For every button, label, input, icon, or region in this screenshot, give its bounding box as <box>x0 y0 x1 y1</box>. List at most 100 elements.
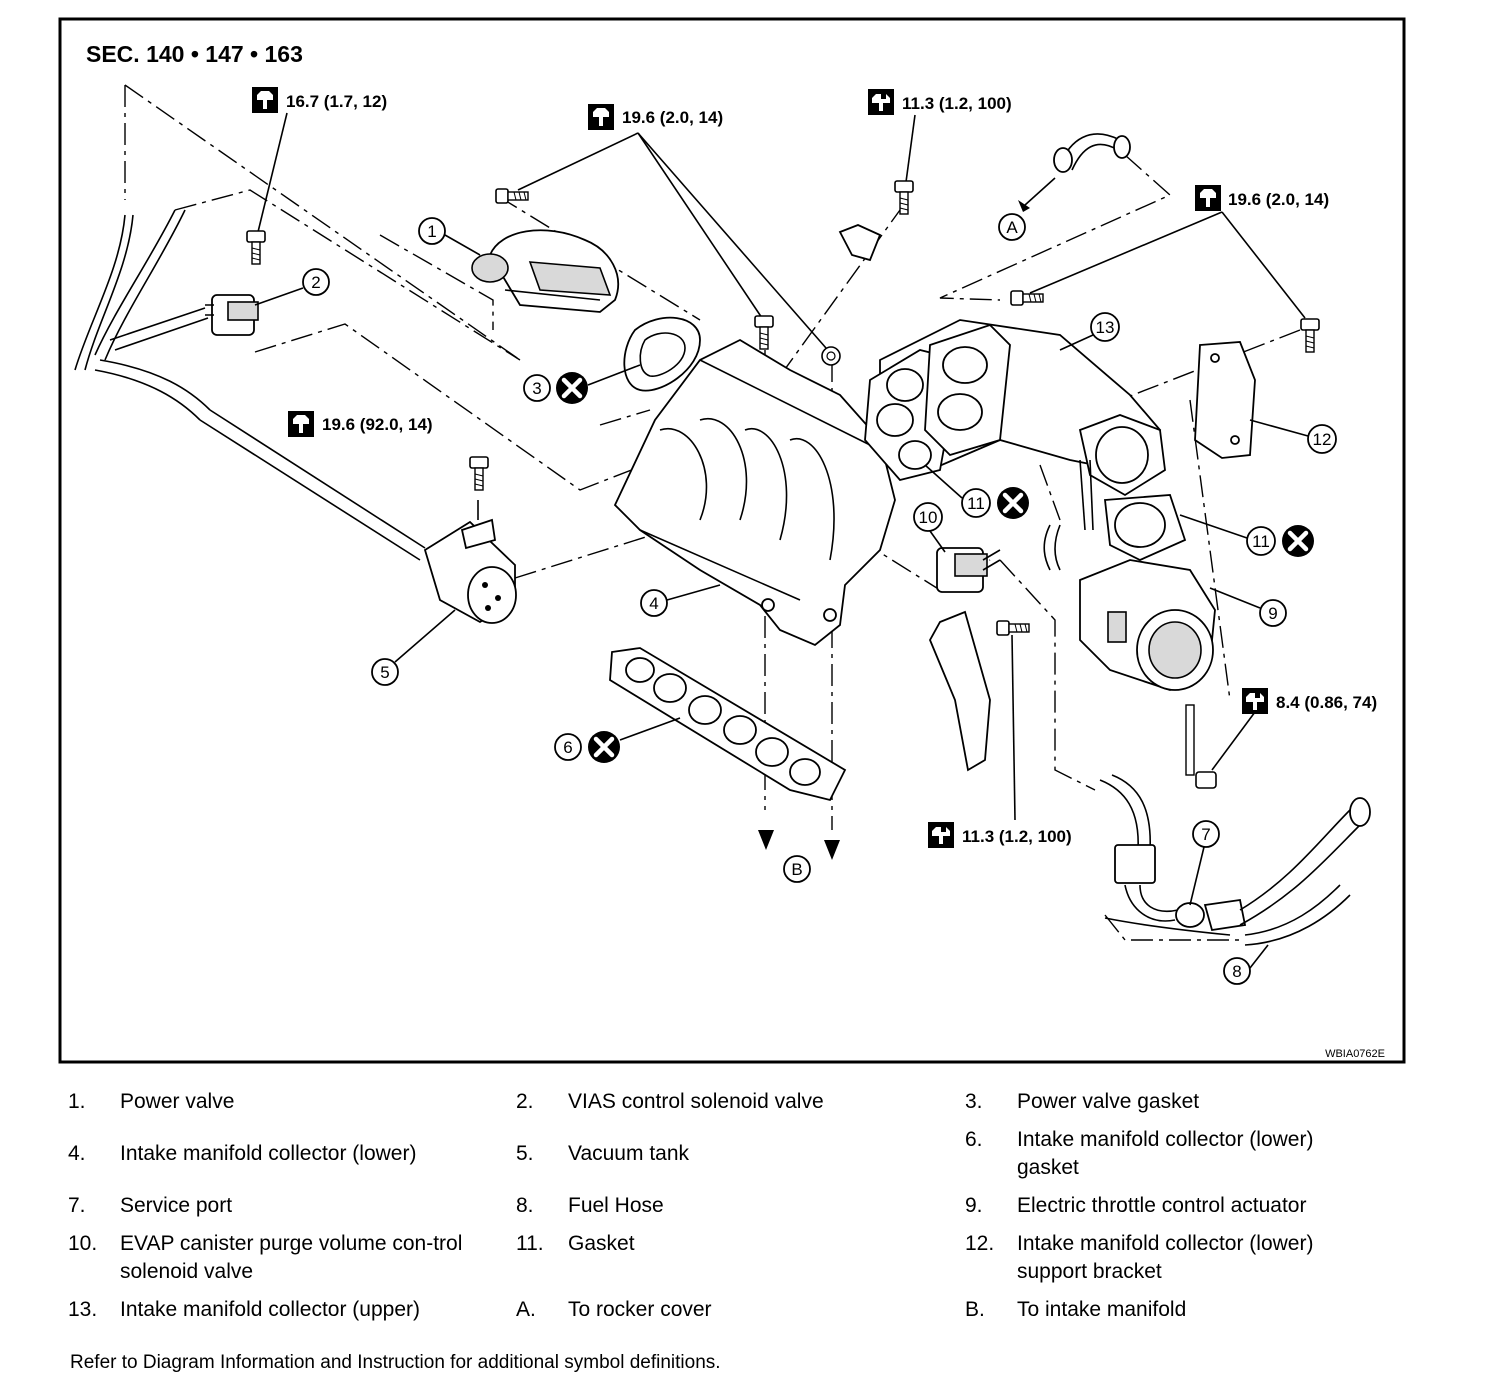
legend-text: Gasket <box>568 1232 635 1255</box>
callout-3: 3 <box>523 364 641 402</box>
callout-6: 6 <box>554 717 681 761</box>
rocker-cover-hose <box>1018 133 1131 212</box>
power-valve-gasket <box>623 316 701 392</box>
torque-wrench-icon <box>868 89 894 115</box>
parts-legend: 1. Power valve 2. VIAS control solenoid … <box>0 1080 1504 1340</box>
svg-text:19.6 (92.0, 14): 19.6 (92.0, 14) <box>322 415 433 434</box>
torque-wrench-icon <box>252 87 278 113</box>
svg-text:2: 2 <box>311 273 320 292</box>
svg-text:11: 11 <box>1252 532 1270 551</box>
bolt-icon <box>1300 318 1320 353</box>
torque-wrench-icon <box>928 822 954 848</box>
legend-key: 8. <box>516 1194 534 1217</box>
bolt-icon <box>495 188 529 204</box>
callout-10: 10 <box>913 502 946 553</box>
callout-11-a: 11 <box>924 464 991 518</box>
legend-key: 3. <box>965 1090 983 1113</box>
legend-key: 2. <box>516 1090 534 1113</box>
torque-wrench-icon <box>288 411 314 437</box>
callout-a: A <box>998 213 1026 241</box>
diagram-frame <box>58 17 1406 1064</box>
legend-key: 6. <box>965 1128 983 1151</box>
torque-spec-7: 11.3 (1.2, 100) <box>928 822 1072 848</box>
svg-text:11: 11 <box>967 494 985 513</box>
legend-text: VIAS control solenoid valve <box>568 1090 824 1113</box>
legend-text: To rocker cover <box>568 1298 712 1321</box>
parts-diagram: SEC. 140 • 147 • 163 16.7 (1.7, 12) 19.6… <box>58 17 1406 1064</box>
legend-text: To intake manifold <box>1017 1298 1187 1321</box>
torque-spec-1: 16.7 (1.7, 12) <box>252 87 387 113</box>
svg-text:13: 13 <box>1096 318 1115 337</box>
torque-spec-2: 19.6 (2.0, 14) <box>588 104 723 130</box>
legend-key: 13. <box>68 1298 98 1321</box>
legend-key: 7. <box>68 1194 86 1217</box>
do-not-reuse-icon <box>1282 525 1314 557</box>
legend-text: Intake manifold collector (lower) gasket <box>1017 1128 1314 1179</box>
svg-text:19.6 (2.0, 14): 19.6 (2.0, 14) <box>1228 190 1329 209</box>
callout-4: 4 <box>640 584 721 617</box>
legend-key: 1. <box>68 1090 86 1113</box>
mount-bracket <box>838 224 882 262</box>
legend-key: 12. <box>965 1232 995 1255</box>
svg-text:10: 10 <box>919 508 938 527</box>
svg-text:5: 5 <box>380 663 389 682</box>
legend-key: 5. <box>516 1142 534 1165</box>
callout-7: 7 <box>1189 820 1220 906</box>
legend-text: Service port <box>120 1194 233 1217</box>
callout-b: B <box>783 855 811 883</box>
torque-spec-4: 19.6 (2.0, 14) <box>1195 185 1329 211</box>
leader-lines <box>257 112 1306 821</box>
long-bolt-icon <box>1185 704 1217 789</box>
bolt-icon <box>754 315 774 350</box>
section-title: SEC. 140 • 147 • 163 <box>86 41 303 67</box>
callout-12: 12 <box>1249 419 1337 454</box>
torque-spec-6: 8.4 (0.86, 74) <box>1242 688 1377 714</box>
bolt-icon <box>469 456 489 491</box>
callout-13: 13 <box>1059 312 1120 351</box>
legend-text: Power valve gasket <box>1017 1090 1200 1113</box>
svg-text:4: 4 <box>649 594 658 613</box>
callout-11-b: 11 <box>1179 514 1276 556</box>
torque-wrench-icon <box>1242 688 1268 714</box>
legend-text: Intake manifold collector (lower) <box>120 1142 417 1165</box>
nut-icon <box>821 346 841 366</box>
evap-purge-solenoid-valve <box>929 547 1001 772</box>
purge-hose <box>1043 459 1094 571</box>
legend-key: A. <box>516 1298 536 1321</box>
legend-text: Electric throttle control actuator <box>1017 1194 1307 1217</box>
torque-spec-5: 19.6 (92.0, 14) <box>288 411 433 437</box>
collector-support-bracket <box>1194 341 1256 459</box>
svg-text:8: 8 <box>1232 962 1241 981</box>
vacuum-tank <box>423 518 517 624</box>
legend-key: 4. <box>68 1142 86 1165</box>
legend-text: EVAP canister purge volume con-trol sole… <box>120 1232 463 1283</box>
svg-text:3: 3 <box>532 379 541 398</box>
svg-text:B: B <box>791 860 802 879</box>
callout-5: 5 <box>371 609 456 686</box>
svg-text:16.7 (1.7, 12): 16.7 (1.7, 12) <box>286 92 387 111</box>
do-not-reuse-icon <box>997 487 1029 519</box>
svg-text:11.3 (1.2, 100): 11.3 (1.2, 100) <box>962 827 1072 846</box>
svg-text:1: 1 <box>427 222 436 241</box>
svg-text:19.6 (2.0, 14): 19.6 (2.0, 14) <box>622 108 723 127</box>
legend-text: Fuel Hose <box>568 1194 664 1217</box>
svg-text:A: A <box>1006 218 1018 237</box>
throttle-gasket <box>1078 414 1187 561</box>
legend-key: 10. <box>68 1232 98 1255</box>
legend-key: 9. <box>965 1194 983 1217</box>
svg-text:8.4 (0.86, 74): 8.4 (0.86, 74) <box>1276 693 1377 712</box>
electric-throttle-control-actuator <box>1079 559 1216 692</box>
legend-text: Intake manifold collector (lower) suppor… <box>1017 1232 1314 1283</box>
figure-code: WBIA0762E <box>1325 1048 1385 1060</box>
do-not-reuse-icon <box>588 731 620 763</box>
torque-wrench-icon <box>588 104 614 130</box>
svg-text:7: 7 <box>1201 825 1210 844</box>
legend-key: B. <box>965 1298 985 1321</box>
callout-2: 2 <box>254 268 330 306</box>
do-not-reuse-icon <box>556 372 588 404</box>
intake-manifold-collector-lower <box>613 338 896 647</box>
callout-8: 8 <box>1223 944 1269 985</box>
bolt-icon <box>996 620 1030 636</box>
svg-text:6: 6 <box>563 738 572 757</box>
legend-text: Power valve <box>120 1090 235 1113</box>
